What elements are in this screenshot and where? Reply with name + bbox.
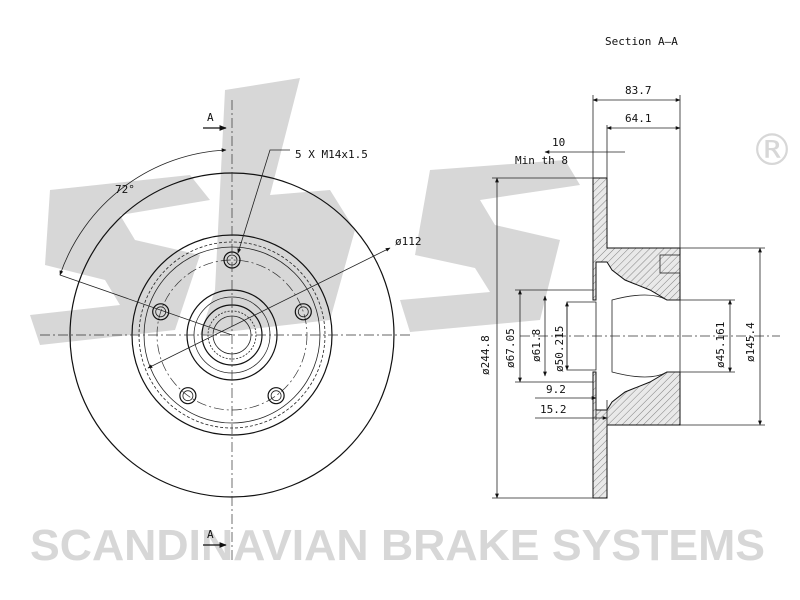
bolt-callout-label: 5 X M14x1.5 — [295, 148, 368, 161]
section-profile-lower — [592, 371, 681, 499]
pcd-leader — [147, 247, 391, 369]
section-marker-bottom: A — [207, 528, 214, 541]
hub-width-label: 64.1 — [625, 112, 652, 125]
bolt-angle-label: 72° — [115, 183, 135, 196]
section-profile-upper — [592, 177, 681, 301]
overall-width-label: 83.7 — [625, 84, 652, 97]
pcd-label: ø112 — [395, 235, 422, 248]
disc-thickness-label: 10 — [552, 136, 565, 149]
sbs-watermark-logo — [30, 78, 580, 345]
section-marker-top: A — [207, 111, 214, 124]
bolt-hole — [267, 387, 285, 405]
centering-diameter-label: ø61.8 — [530, 329, 543, 362]
front-view: A A 72° 5 X M14x1.5 ø112 — [40, 100, 422, 560]
hub-diameter-label: ø67.05 — [504, 328, 517, 368]
inner-bore-diameter-label: ø45.161 — [714, 322, 727, 368]
disc-diameter-label: ø244.8 — [479, 335, 492, 375]
bolt-hole-section — [659, 254, 681, 274]
section-title: Section A–A — [605, 35, 678, 48]
min-thickness-label: Min th 8 — [515, 154, 568, 167]
bolt-callout-leader — [237, 149, 290, 254]
hat-diameter-label: ø145.4 — [744, 322, 757, 362]
registered-mark: ® — [750, 125, 794, 176]
angle-arc — [59, 148, 227, 276]
offset-large-label: 15.2 — [540, 403, 567, 416]
offset-small-label: 9.2 — [546, 383, 566, 396]
bolt-hole — [179, 387, 197, 405]
bore-diameter-label: ø50.215 — [553, 326, 566, 372]
section-view: Section A–A 83.7 64.1 10 Min th 8 ø244.8… — [479, 35, 780, 499]
brand-tagline: SCANDINAVIAN BRAKE SYSTEMS — [30, 521, 765, 570]
